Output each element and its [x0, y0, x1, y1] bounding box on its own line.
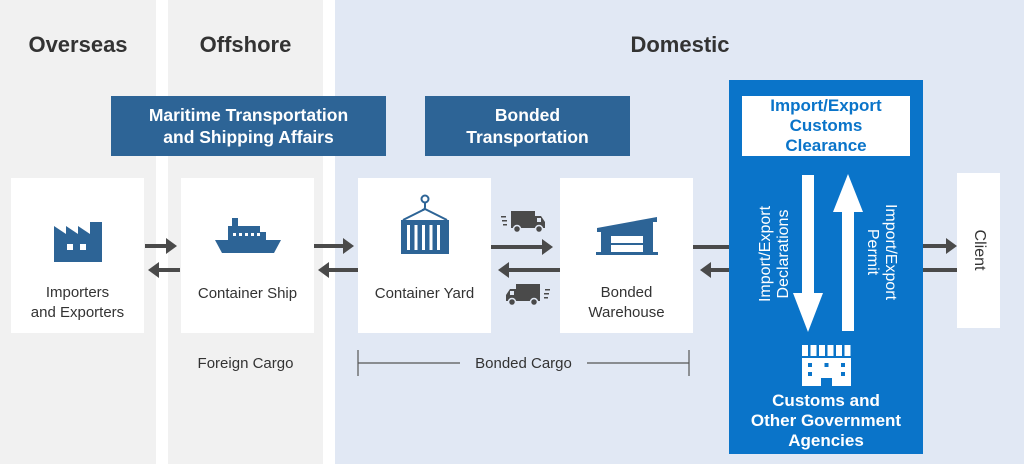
connector-line: [693, 245, 729, 249]
container-crane-icon: [401, 194, 449, 254]
node-label-line: and Exporters: [30, 304, 125, 321]
node-label-line: Importers: [45, 284, 110, 301]
node-label-line: Bonded: [600, 284, 653, 301]
agencies-line: Agencies: [788, 431, 864, 450]
arrow-right: [491, 239, 553, 255]
agencies-line: Customs and: [772, 391, 880, 410]
node-label: Container Yard: [374, 285, 475, 302]
arrow-left: [318, 262, 358, 278]
customs-header-line: Customs: [789, 116, 863, 135]
client-label: Client: [971, 229, 988, 271]
permit-up-arrow: [833, 174, 863, 331]
permit-line: Import/Export: [882, 203, 899, 301]
banner-line: Bonded: [494, 105, 561, 125]
customs-header-line: Import/Export: [770, 96, 882, 115]
declarations-down-arrow: [793, 175, 823, 332]
zone-title-domestic: Domestic: [630, 32, 730, 57]
zone-title-offshore: Offshore: [199, 32, 292, 57]
permit-label: Import/Export Permit: [863, 172, 899, 332]
declarations-label: Import/Export Declarations: [757, 174, 793, 334]
truck-icon: [501, 211, 545, 234]
agencies-line: Other Government: [750, 411, 902, 430]
connector-line: [923, 268, 957, 272]
factory-icon: [54, 222, 102, 262]
arrow-right: [145, 238, 177, 254]
customs-header-line: Clearance: [785, 136, 867, 155]
truck-icon: [506, 284, 550, 307]
node-label: Container Ship: [197, 285, 298, 302]
banner-bonded-transportation: Bonded Transportation: [425, 96, 630, 156]
government-building-icon: [802, 345, 851, 386]
node-importers-exporters: Importers and Exporters: [11, 178, 144, 333]
node-client: Client: [957, 173, 1000, 328]
banner-line: Maritime Transportation: [148, 105, 349, 125]
declarations-line: Declarations: [775, 209, 792, 299]
ship-icon: [215, 218, 281, 253]
warehouse-icon: [596, 217, 658, 255]
arrow-left: [700, 262, 729, 278]
node-container-yard: Container Yard: [358, 178, 491, 333]
bonded-cargo-label: Bonded Cargo: [475, 355, 572, 372]
government-agencies-label: Customs and Other Government Agencies: [729, 391, 923, 451]
banner-line: Transportation: [466, 127, 589, 147]
declarations-line: Import/Export: [757, 205, 774, 303]
zone-title-overseas: Overseas: [28, 32, 128, 57]
customs-clearance-header: Import/Export Customs Clearance: [742, 96, 910, 156]
arrow-left: [148, 262, 180, 278]
arrow-right: [923, 238, 957, 254]
bonded-cargo-bracket: [357, 350, 690, 376]
banner-line: and Shipping Affairs: [163, 127, 334, 147]
node-label-line: Warehouse: [588, 304, 665, 321]
permit-line: Permit: [864, 228, 881, 276]
arrow-right: [314, 238, 354, 254]
foreign-cargo-label: Foreign Cargo: [197, 355, 294, 372]
node-container-ship: Container Ship: [181, 178, 314, 333]
banner-maritime-transportation: Maritime Transportation and Shipping Aff…: [111, 96, 386, 156]
arrow-left: [498, 262, 560, 278]
node-bonded-warehouse: Bonded Warehouse: [560, 178, 693, 333]
